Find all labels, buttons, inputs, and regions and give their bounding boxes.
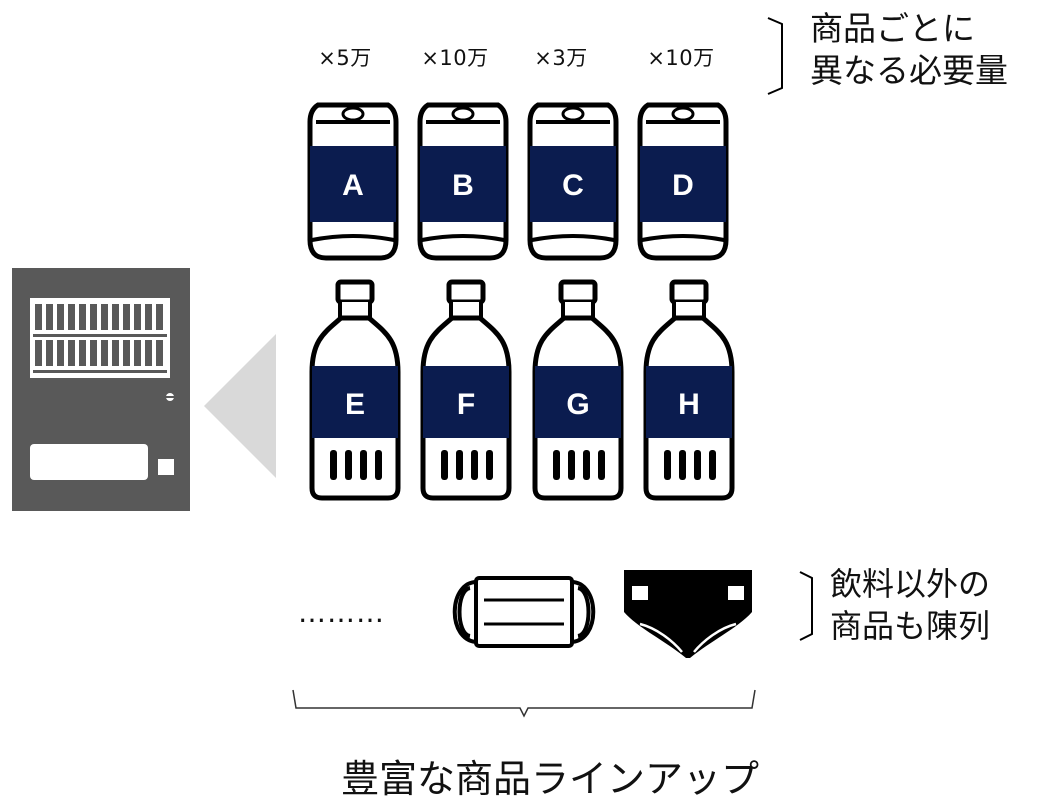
bottle-icon: F [420,279,512,501]
can-quantity-b: ×10万 [421,46,489,70]
can-quantity-c: ×3万 [534,46,588,70]
can-quantity-d: ×10万 [647,46,715,70]
can-quantity-a: ×5万 [318,46,372,70]
can-label: D [672,169,694,202]
can-label: B [452,169,474,202]
vending-machine-icon [12,268,190,511]
bottle-label: E [345,388,365,421]
non-beverage-note-bracket [799,571,813,641]
lineup-bracket [292,689,756,718]
more-products-ellipsis: ……… [298,596,385,629]
quantity-note-line1: 商品ごとに [810,9,975,48]
bottle-label: F [457,388,475,421]
can-icon: B [417,102,509,261]
quantity-note-line2: 異なる必要量 [810,51,1008,90]
bottle-label: G [566,388,589,421]
mask-icon [452,576,596,648]
can-icon: A [307,102,399,261]
can-label: A [342,169,364,202]
quantity-note: 商品ごとに 異なる必要量 [810,8,1008,92]
bottle-icon: H [643,279,735,501]
can-icon: C [527,102,619,261]
bottle-label: H [678,388,700,421]
can-label: C [562,169,584,202]
diaper-icon [624,570,752,658]
bottle-icon: E [309,279,401,501]
non-beverage-note-line1: 飲料以外の [830,565,991,603]
can-icon: D [637,102,729,261]
arrow-left-icon [204,334,276,478]
bottle-icon: G [532,279,624,501]
lineup-caption: 豊富な商品ラインアップ [340,757,759,801]
non-beverage-note-line2: 商品も陳列 [830,607,991,645]
quantity-note-bracket [767,17,783,95]
non-beverage-note: 飲料以外の 商品も陳列 [830,563,990,647]
